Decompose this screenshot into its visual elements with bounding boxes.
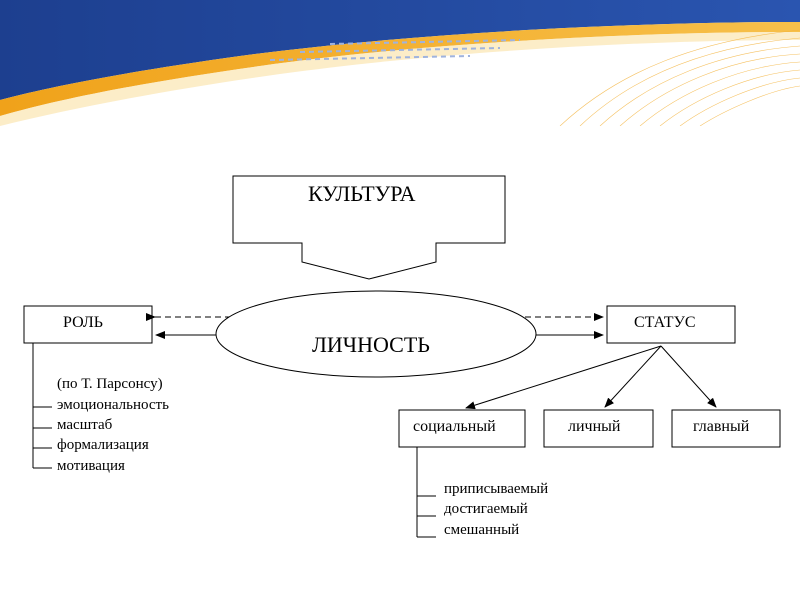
role-attribute-formalization: формализация [57,437,149,453]
status-type-main-label: главный [693,418,750,435]
status-type-personal-label: личный [568,418,621,435]
status-type-social-label: социальный [413,418,496,435]
role-box [23,305,153,344]
status-label: СТАТУС [634,314,696,331]
status-to-social-arrow [465,345,662,410]
status-type-social-box [398,409,526,448]
role-attribute-emotionality: эмоциональность [57,397,169,413]
personality-label: ЛИЧНОСТЬ [312,332,430,357]
role-label: РОЛЬ [63,314,103,331]
role-attributes-bracket [32,343,52,469]
culture-block-arrow [232,175,506,280]
social-subtype-mixed: смешанный [444,522,520,538]
status-type-personal-box [543,409,654,448]
header-banner [0,0,800,126]
social-subtypes-bracket [416,447,436,538]
status-type-main-box [671,409,781,448]
status-to-personal-arrow [604,345,662,408]
role-attribute-scale: масштаб [57,417,113,433]
status-to-main-arrow [660,345,717,408]
social-subtype-ascribed: приписываемый [444,481,549,497]
personality-ellipse [215,290,537,378]
role-source-note: (по Т. Парсонсу) [57,376,163,392]
culture-label: КУЛЬТУРА [308,181,416,206]
social-subtype-achieved: достигаемый [444,501,528,517]
status-box [606,305,736,344]
role-attribute-motivation: мотивация [57,458,125,474]
